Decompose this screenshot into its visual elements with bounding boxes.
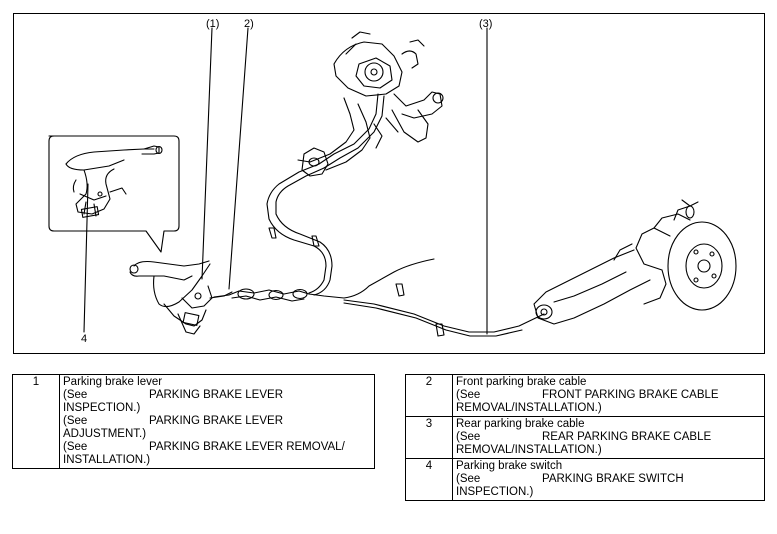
part-number-3: 3 [405, 416, 453, 459]
callout-label-2: 2) [244, 18, 254, 30]
callout-label-3: (3) [479, 18, 493, 30]
see-label: (See [63, 389, 88, 401]
reference-link-brake-switch[interactable]: PARKING BRAKE SWITCH [542, 473, 684, 485]
reference-link-brake-switch-cont[interactable]: INSPECTION.) [456, 486, 534, 498]
front-cable-drawing [213, 288, 345, 302]
part-number-2: 2 [405, 374, 453, 417]
diagram-frame: (1) 2) (3) 4 [13, 13, 765, 354]
leader-line-1 [201, 27, 213, 280]
see-label: (See [456, 431, 481, 443]
reference-link-lever-adjustment-cont[interactable]: ADJUSTMENT.) [63, 428, 147, 440]
callout-label-1: (1) [206, 18, 220, 30]
part-name-3: Rear parking brake cable [456, 418, 585, 430]
table-row: 4 Parking brake switch (See PARKING BRAKE… [405, 458, 765, 501]
part-name-2: Front parking brake cable [456, 376, 587, 388]
parking-brake-lever-drawing [129, 260, 233, 335]
reference-link-lever-inspection-cont[interactable]: INSPECTION.) [63, 402, 141, 414]
see-label: (See [63, 441, 88, 453]
reference-link-lever-removal[interactable]: PARKING BRAKE LEVER REMOVAL/ [149, 441, 345, 453]
table-row: 3 Rear parking brake cable (See REAR PARK… [405, 416, 765, 459]
front-brake-assembly-drawing [297, 31, 444, 177]
table-row: 2 Front parking brake cable (See FRONT PA… [405, 374, 765, 417]
parts-table-right: 2 Front parking brake cable (See FRONT PA… [405, 374, 765, 501]
switch-detail-inset [48, 135, 180, 253]
reference-link-front-cable-cont[interactable]: REMOVAL/INSTALLATION.) [456, 402, 602, 414]
rear-brake-assembly-drawing [533, 199, 737, 325]
reference-link-front-cable[interactable]: FRONT PARKING BRAKE CABLE [542, 389, 719, 401]
reference-link-rear-cable-cont[interactable]: REMOVAL/INSTALLATION.) [456, 444, 602, 456]
callout-label-4: 4 [81, 333, 88, 345]
part-description-4: Parking brake switch (See PARKING BRAKE S… [452, 458, 765, 501]
part-description-2: Front parking brake cable (See FRONT PARK… [452, 374, 765, 417]
part-number-4: 4 [405, 458, 453, 501]
rear-cable-drawing [266, 93, 545, 337]
reference-link-rear-cable[interactable]: REAR PARKING BRAKE CABLE [542, 431, 712, 443]
part-description-3: Rear parking brake cable (See REAR PARKIN… [452, 416, 765, 459]
see-label: (See [456, 389, 481, 401]
see-label: (See [456, 473, 481, 485]
leader-line-4 [83, 183, 89, 333]
part-name-1: Parking brake lever [63, 376, 163, 388]
leader-line-2 [228, 27, 249, 290]
parking-brake-diagram [48, 27, 737, 337]
part-name-4: Parking brake switch [456, 460, 563, 472]
reference-link-lever-inspection[interactable]: PARKING BRAKE LEVER [149, 389, 283, 401]
see-label: (See [63, 415, 88, 427]
reference-link-lever-removal-cont[interactable]: INSTALLATION.) [63, 454, 151, 466]
reference-link-lever-adjustment[interactable]: PARKING BRAKE LEVER [149, 415, 283, 427]
part-number-1: 1 [12, 374, 60, 469]
